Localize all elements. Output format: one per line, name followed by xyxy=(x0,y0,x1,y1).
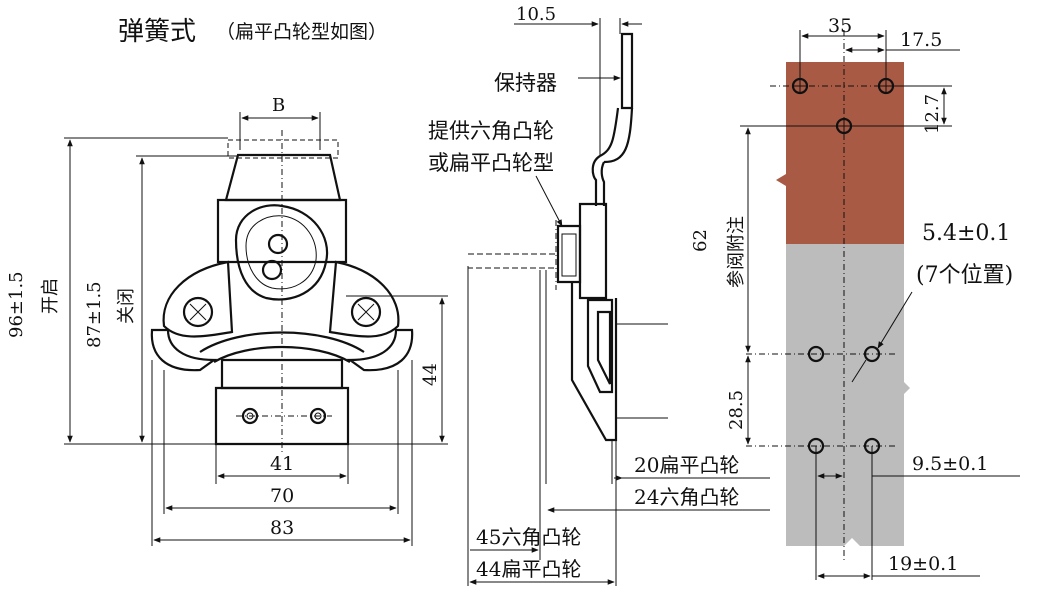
latch-side-view xyxy=(468,32,634,442)
dim-19: 19±0.1 xyxy=(888,553,958,575)
dim-96-note: 开启 xyxy=(40,278,61,314)
upper-panel xyxy=(776,62,904,244)
dim-24-hex: 24六角凸轮 xyxy=(634,485,739,509)
dim-83: 83 xyxy=(270,517,294,539)
cam-label-line-1: 提供六角凸轮 xyxy=(428,119,554,143)
hole-pattern-panel xyxy=(746,30,920,560)
title-main: 弹簧式 xyxy=(118,17,196,47)
dim-28-5: 28.5 xyxy=(726,390,747,430)
hole-diameter: 5.4±0.1 xyxy=(922,221,1010,246)
dim-70: 70 xyxy=(270,485,294,507)
dim-44-front: 44 xyxy=(420,363,441,386)
lower-panel xyxy=(786,244,910,546)
dim-96-text: 96±1.5 xyxy=(6,271,27,338)
dim-87-text: 87±1.5 xyxy=(84,281,105,348)
dim-62-note: 参阅附注 xyxy=(726,216,747,288)
dim-10-5: 10.5 xyxy=(516,4,556,25)
dim-b-label: B xyxy=(272,95,285,116)
dim-87-note: 关闭 xyxy=(116,288,137,324)
dim-62: 62 xyxy=(690,229,711,252)
dim-44-flat: 44扁平凸轮 xyxy=(476,557,581,581)
hole-count: (7个位置) xyxy=(916,263,1013,288)
dim-35: 35 xyxy=(828,15,852,37)
dim-20-flat: 20扁平凸轮 xyxy=(634,453,739,477)
dim-9-5: 9.5±0.1 xyxy=(912,453,988,475)
keeper-label: 保持器 xyxy=(494,71,557,95)
dim-41: 41 xyxy=(270,453,294,475)
cam-label-line-2: 或扁平凸轮型 xyxy=(428,151,554,175)
latch-front-view xyxy=(150,130,414,452)
dim-12-7: 12.7 xyxy=(922,94,943,134)
dim-45-hex: 45六角凸轮 xyxy=(476,525,581,549)
title-note: （扁平凸轮型如图） xyxy=(216,21,387,43)
dim-17-5: 17.5 xyxy=(900,29,942,51)
